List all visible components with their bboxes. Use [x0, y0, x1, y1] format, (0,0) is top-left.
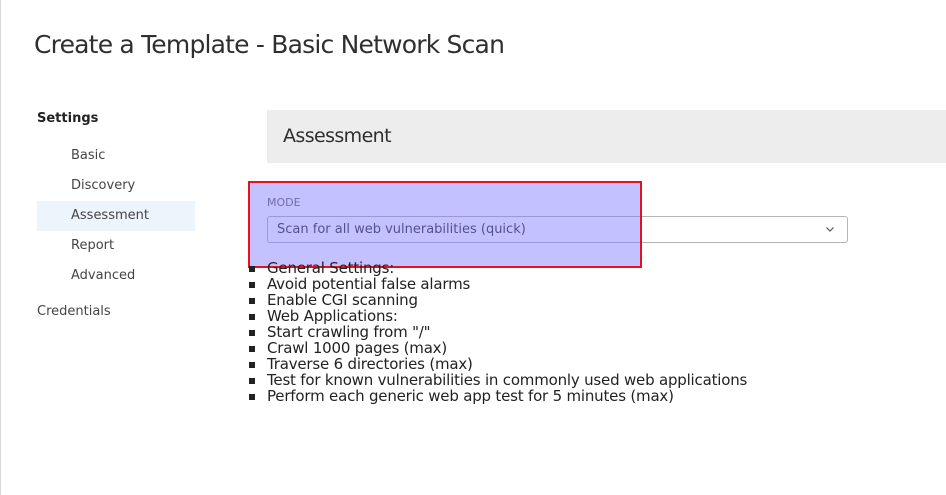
- page-title: Create a Template - Basic Network Scan: [34, 30, 505, 59]
- bullet-icon: [249, 378, 255, 384]
- list-item: Traverse 6 directories (max): [249, 356, 747, 372]
- sidebar-item-assessment[interactable]: Assessment: [37, 201, 195, 231]
- sidebar-item-discovery[interactable]: Discovery: [71, 178, 136, 193]
- sidebar-item-basic[interactable]: Basic: [71, 148, 106, 163]
- bullet-icon: [249, 346, 255, 352]
- mode-select-value: Scan for all web vulnerabilities (quick): [277, 222, 526, 237]
- bullet-icon: [249, 314, 255, 320]
- list-item: Enable CGI scanning: [249, 292, 747, 308]
- section-header-assessment: Assessment: [267, 110, 946, 163]
- sidebar-heading-settings[interactable]: Settings: [37, 111, 99, 126]
- sidebar-item-credentials[interactable]: Credentials: [37, 304, 111, 319]
- list-item: General Settings:: [249, 260, 747, 276]
- bullet-icon: [249, 362, 255, 368]
- bullet-icon: [249, 266, 255, 272]
- list-item: Web Applications:: [249, 308, 747, 324]
- chevron-down-icon: [826, 227, 834, 232]
- page-left-border: [0, 0, 1, 495]
- list-item: Start crawling from "/": [249, 324, 747, 340]
- bullet-icon: [249, 298, 255, 304]
- bullet-icon: [249, 282, 255, 288]
- list-item: Test for known vulnerabilities in common…: [249, 372, 747, 388]
- sidebar-item-advanced[interactable]: Advanced: [71, 268, 136, 283]
- mode-label: MODE: [267, 196, 301, 209]
- bullet-icon: [249, 330, 255, 336]
- list-item: Perform each generic web app test for 5 …: [249, 388, 747, 404]
- sidebar-item-report[interactable]: Report: [71, 238, 115, 253]
- mode-select[interactable]: Scan for all web vulnerabilities (quick): [267, 216, 848, 243]
- list-item: Avoid potential false alarms: [249, 276, 747, 292]
- settings-list: General Settings: Avoid potential false …: [249, 260, 747, 404]
- bullet-icon: [249, 394, 255, 400]
- list-item: Crawl 1000 pages (max): [249, 340, 747, 356]
